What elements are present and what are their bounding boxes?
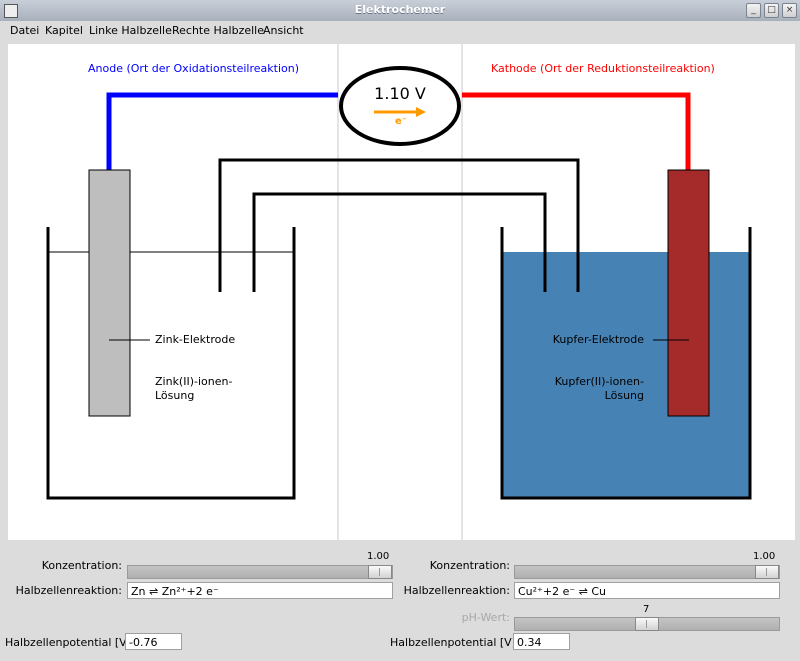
voltage-readout: 1.10 V bbox=[374, 84, 426, 103]
salt-bridge-outer bbox=[218, 158, 580, 292]
left-concentration-value: 1.00 bbox=[367, 551, 390, 562]
right-potential-label: Halbzellenpotential [V]: bbox=[390, 636, 520, 649]
copper-electrode bbox=[667, 169, 710, 417]
electron-label: e⁻ bbox=[395, 116, 408, 127]
cell-diagram: Anode (Ort der Oxidationsteilreaktion) K… bbox=[8, 44, 795, 540]
zinc-electrode-label: Zink-Elektrode bbox=[155, 333, 236, 346]
electron-arrow-icon bbox=[416, 107, 426, 117]
menu-bar: Datei Kapitel Linke Halbzelle Rechte Hal… bbox=[0, 21, 800, 41]
right-concentration-value: 1.00 bbox=[753, 551, 776, 562]
cathode-wire bbox=[462, 92, 691, 170]
anode-label: Anode (Ort der Oxidationsteilreaktion) bbox=[88, 62, 299, 75]
right-reaction-label: Halbzellenreaktion: bbox=[403, 584, 510, 597]
salt-bridge-inner bbox=[252, 192, 547, 292]
left-potential-field[interactable]: -0.76 bbox=[125, 633, 182, 650]
window-title: Elektrochemer bbox=[354, 3, 446, 16]
copper-solution-label-2: Lösung bbox=[604, 389, 644, 402]
ph-label: pH-Wert: bbox=[461, 611, 510, 624]
menu-rechte-halbzelle[interactable]: Rechte Halbzelle bbox=[172, 24, 264, 37]
ph-slider-thumb[interactable] bbox=[635, 617, 659, 631]
left-concentration-slider[interactable] bbox=[127, 565, 393, 579]
right-beaker bbox=[500, 227, 752, 500]
cell-diagram-svg bbox=[46, 44, 752, 540]
zinc-electrode bbox=[88, 169, 131, 417]
left-beaker bbox=[46, 227, 296, 500]
right-concentration-label: Konzentration: bbox=[429, 559, 510, 572]
maximize-button[interactable]: □ bbox=[764, 3, 779, 18]
zinc-solution-label-1: Zink(II)-ionen- bbox=[155, 375, 233, 388]
cathode-label: Kathode (Ort der Reduktionsteilreaktion) bbox=[491, 62, 715, 75]
right-concentration-slider[interactable] bbox=[514, 565, 780, 579]
zinc-solution-label-2: Lösung bbox=[155, 389, 195, 402]
left-reaction-field[interactable]: Zn ⇌ Zn²⁺+2 e⁻ bbox=[127, 582, 393, 599]
copper-electrode-label: Kupfer-Elektrode bbox=[552, 333, 644, 346]
right-reaction-field[interactable]: Cu²⁺+2 e⁻ ⇌ Cu bbox=[514, 582, 780, 599]
left-concentration-slider-thumb[interactable] bbox=[368, 565, 392, 579]
ph-slider[interactable] bbox=[514, 617, 780, 631]
menu-linke-halbzelle[interactable]: Linke Halbzelle bbox=[89, 24, 172, 37]
anode-wire bbox=[106, 92, 338, 170]
ph-value: 7 bbox=[643, 604, 650, 615]
title-bar: Elektrochemer _ □ × bbox=[0, 0, 800, 22]
app-icon bbox=[4, 4, 18, 18]
right-potential-field[interactable]: 0.34 bbox=[513, 633, 570, 650]
left-reaction-label: Halbzellenreaktion: bbox=[15, 584, 122, 597]
copper-solution-label-1: Kupfer(II)-ionen- bbox=[554, 375, 644, 388]
menu-ansicht[interactable]: Ansicht bbox=[263, 24, 304, 37]
close-button[interactable]: × bbox=[782, 3, 797, 18]
right-concentration-slider-thumb[interactable] bbox=[755, 565, 779, 579]
voltmeter bbox=[339, 66, 461, 146]
left-potential-label: Halbzellenpotential [V]: bbox=[5, 636, 135, 649]
menu-datei[interactable]: Datei bbox=[10, 24, 40, 37]
left-concentration-label: Konzentration: bbox=[41, 559, 122, 572]
minimize-button[interactable]: _ bbox=[746, 3, 761, 18]
menu-kapitel[interactable]: Kapitel bbox=[45, 24, 83, 37]
